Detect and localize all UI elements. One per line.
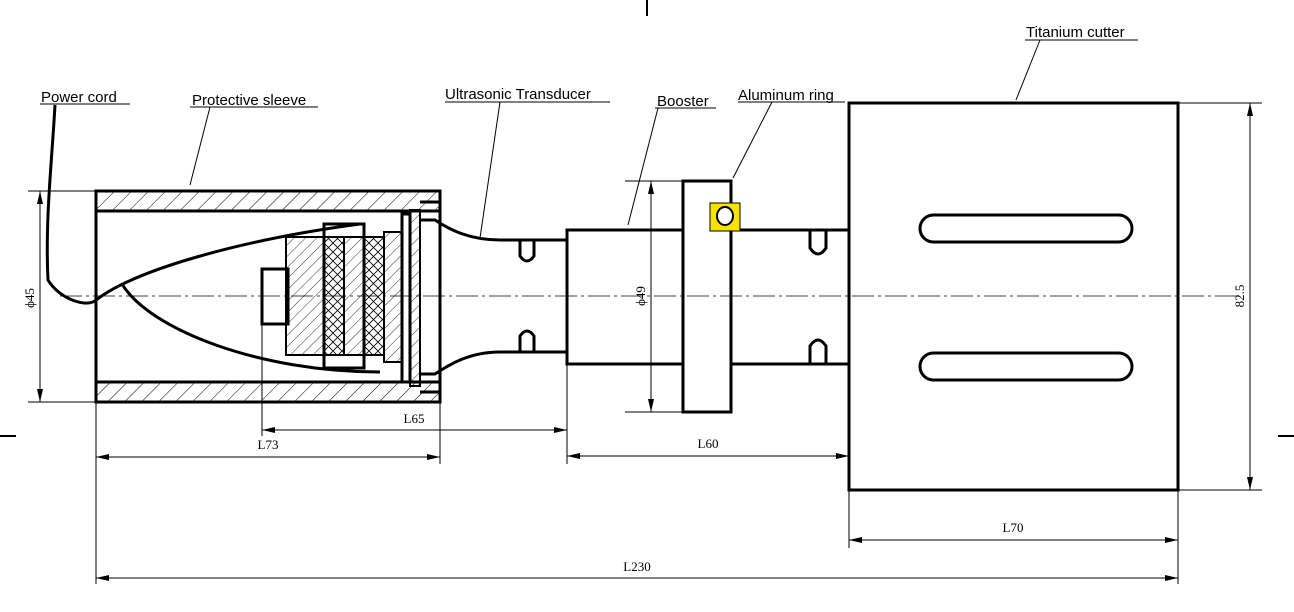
aluminum-ring bbox=[681, 179, 741, 414]
dim-cutter-length: L70 bbox=[1003, 520, 1024, 535]
ultrasonic-transducer bbox=[260, 200, 566, 394]
dimension-lines bbox=[28, 102, 1262, 584]
titanium-cutter bbox=[847, 101, 1180, 492]
label-ultrasonic-transducer: Ultrasonic Transducer bbox=[445, 86, 591, 103]
label-booster: Booster bbox=[657, 93, 709, 110]
dim-transducer-length: L65 bbox=[404, 411, 425, 426]
label-power-cord: Power cord bbox=[41, 89, 117, 106]
booster bbox=[565, 228, 849, 366]
dim-total-length: L230 bbox=[623, 559, 650, 574]
dim-sleeve-length: L73 bbox=[258, 437, 279, 452]
dim-booster-length: L60 bbox=[698, 436, 719, 451]
power-cord bbox=[45, 104, 381, 374]
callout-leaders bbox=[40, 39, 1138, 239]
dim-cutter-height: 82.5 bbox=[1232, 285, 1247, 308]
dim-sleeve-diameter: ϕ45 bbox=[22, 288, 37, 308]
label-titanium-cutter: Titanium cutter bbox=[1026, 24, 1125, 41]
protective-sleeve bbox=[94, 189, 442, 404]
label-aluminum-ring: Aluminum ring bbox=[738, 87, 834, 104]
dim-booster-diameter: ϕ49 bbox=[633, 286, 648, 306]
label-protective-sleeve: Protective sleeve bbox=[192, 92, 306, 109]
